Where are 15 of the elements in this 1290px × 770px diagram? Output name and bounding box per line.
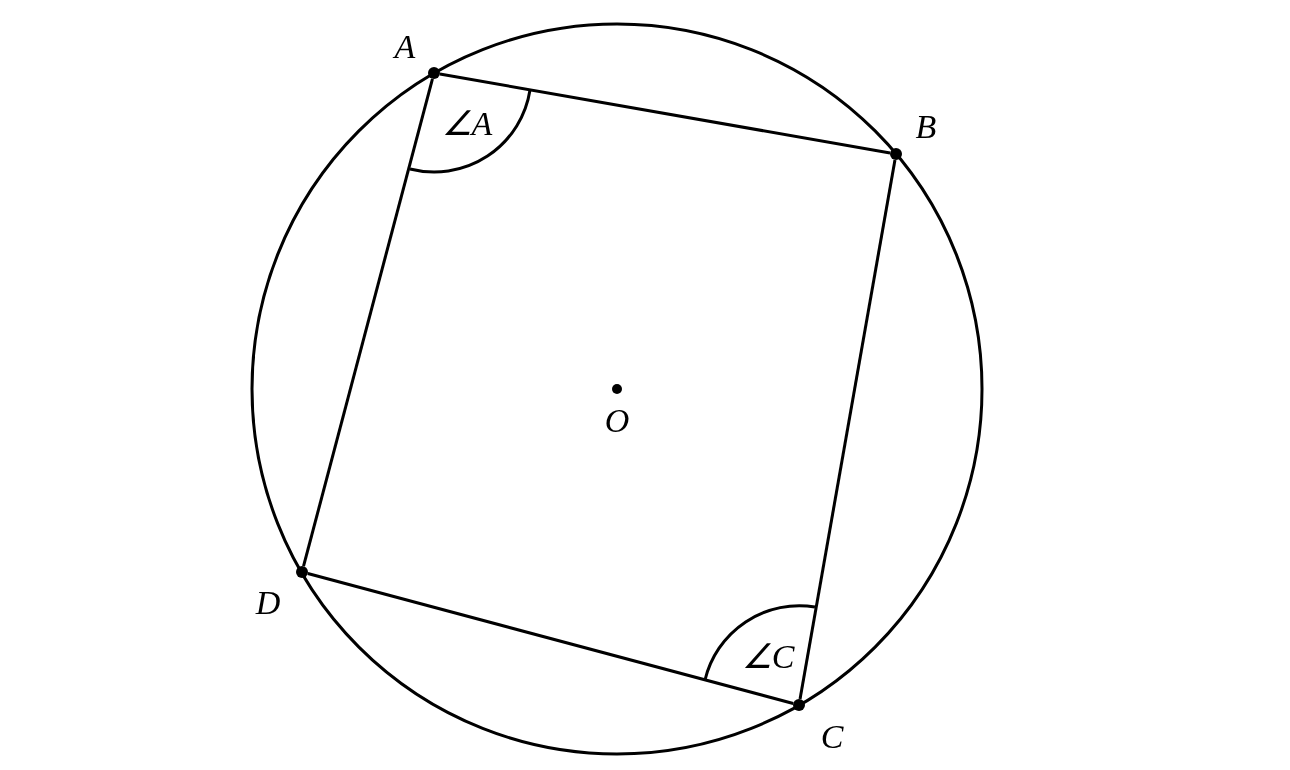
vertex-point bbox=[793, 699, 805, 711]
point-label: D bbox=[255, 586, 281, 620]
vertex-point bbox=[890, 148, 902, 160]
point-label: B bbox=[915, 110, 937, 144]
point-label: A bbox=[394, 30, 416, 64]
line-segment bbox=[798, 159, 897, 700]
vertex-point bbox=[428, 67, 440, 79]
line-segment bbox=[439, 72, 891, 155]
line-segment bbox=[307, 572, 794, 705]
angle-label: ∠C bbox=[741, 640, 795, 674]
line-segment bbox=[302, 78, 434, 567]
point-label: C bbox=[820, 720, 844, 754]
vertex-point bbox=[296, 566, 308, 578]
angle-label: ∠A bbox=[441, 107, 493, 141]
point-label: O bbox=[604, 404, 630, 438]
